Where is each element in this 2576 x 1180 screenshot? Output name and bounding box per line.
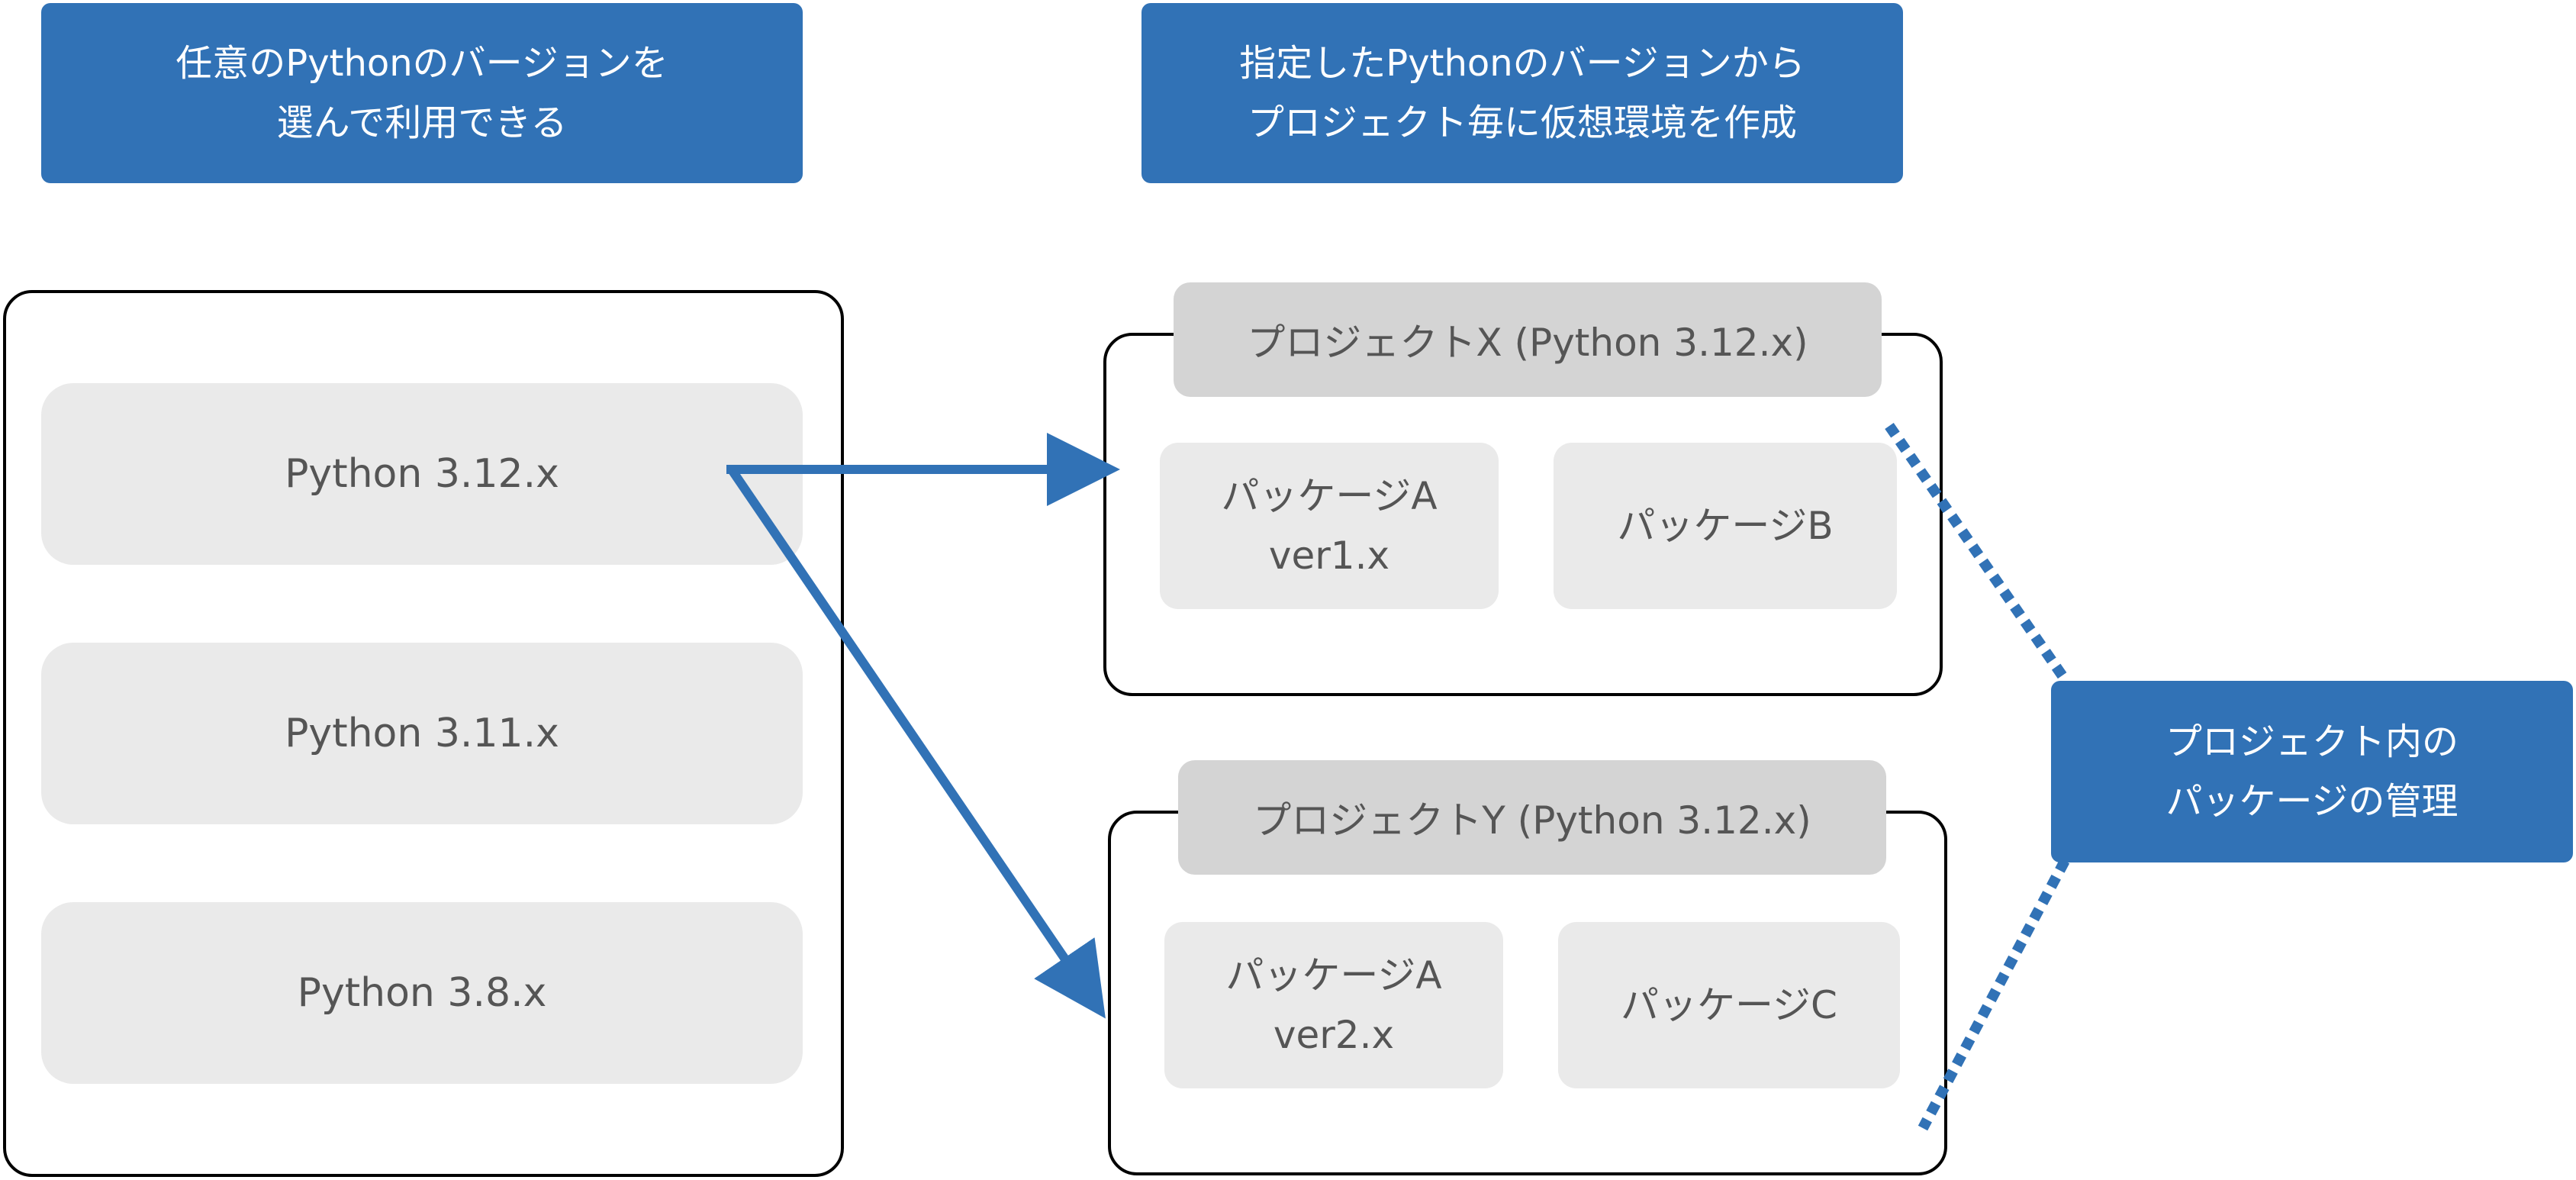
package-box: パッケージA ver1.x: [1160, 443, 1499, 609]
package-box: パッケージB: [1554, 443, 1897, 609]
project-y-title: プロジェクトY (Python 3.12.x): [1178, 760, 1886, 875]
arrow-to-project-y: [729, 468, 1106, 1019]
banner-package-management: プロジェクト内の パッケージの管理: [2051, 681, 2573, 862]
project-x-title: プロジェクトX (Python 3.12.x): [1174, 282, 1882, 397]
package-box: パッケージA ver2.x: [1164, 922, 1503, 1088]
banner-python-selection: 任意のPythonのバージョンを 選んで利用できる: [41, 3, 803, 183]
dotted-link-project-x: [1885, 423, 2069, 682]
package-box: パッケージC: [1558, 922, 1900, 1088]
python-version-box: Python 3.12.x: [41, 383, 803, 565]
python-version-box: Python 3.11.x: [41, 643, 803, 824]
dotted-link-project-y: [1918, 858, 2070, 1131]
python-version-box: Python 3.8.x: [41, 902, 803, 1084]
banner-venv-creation: 指定したPythonのバージョンから プロジェクト毎に仮想環境を作成: [1141, 3, 1903, 183]
